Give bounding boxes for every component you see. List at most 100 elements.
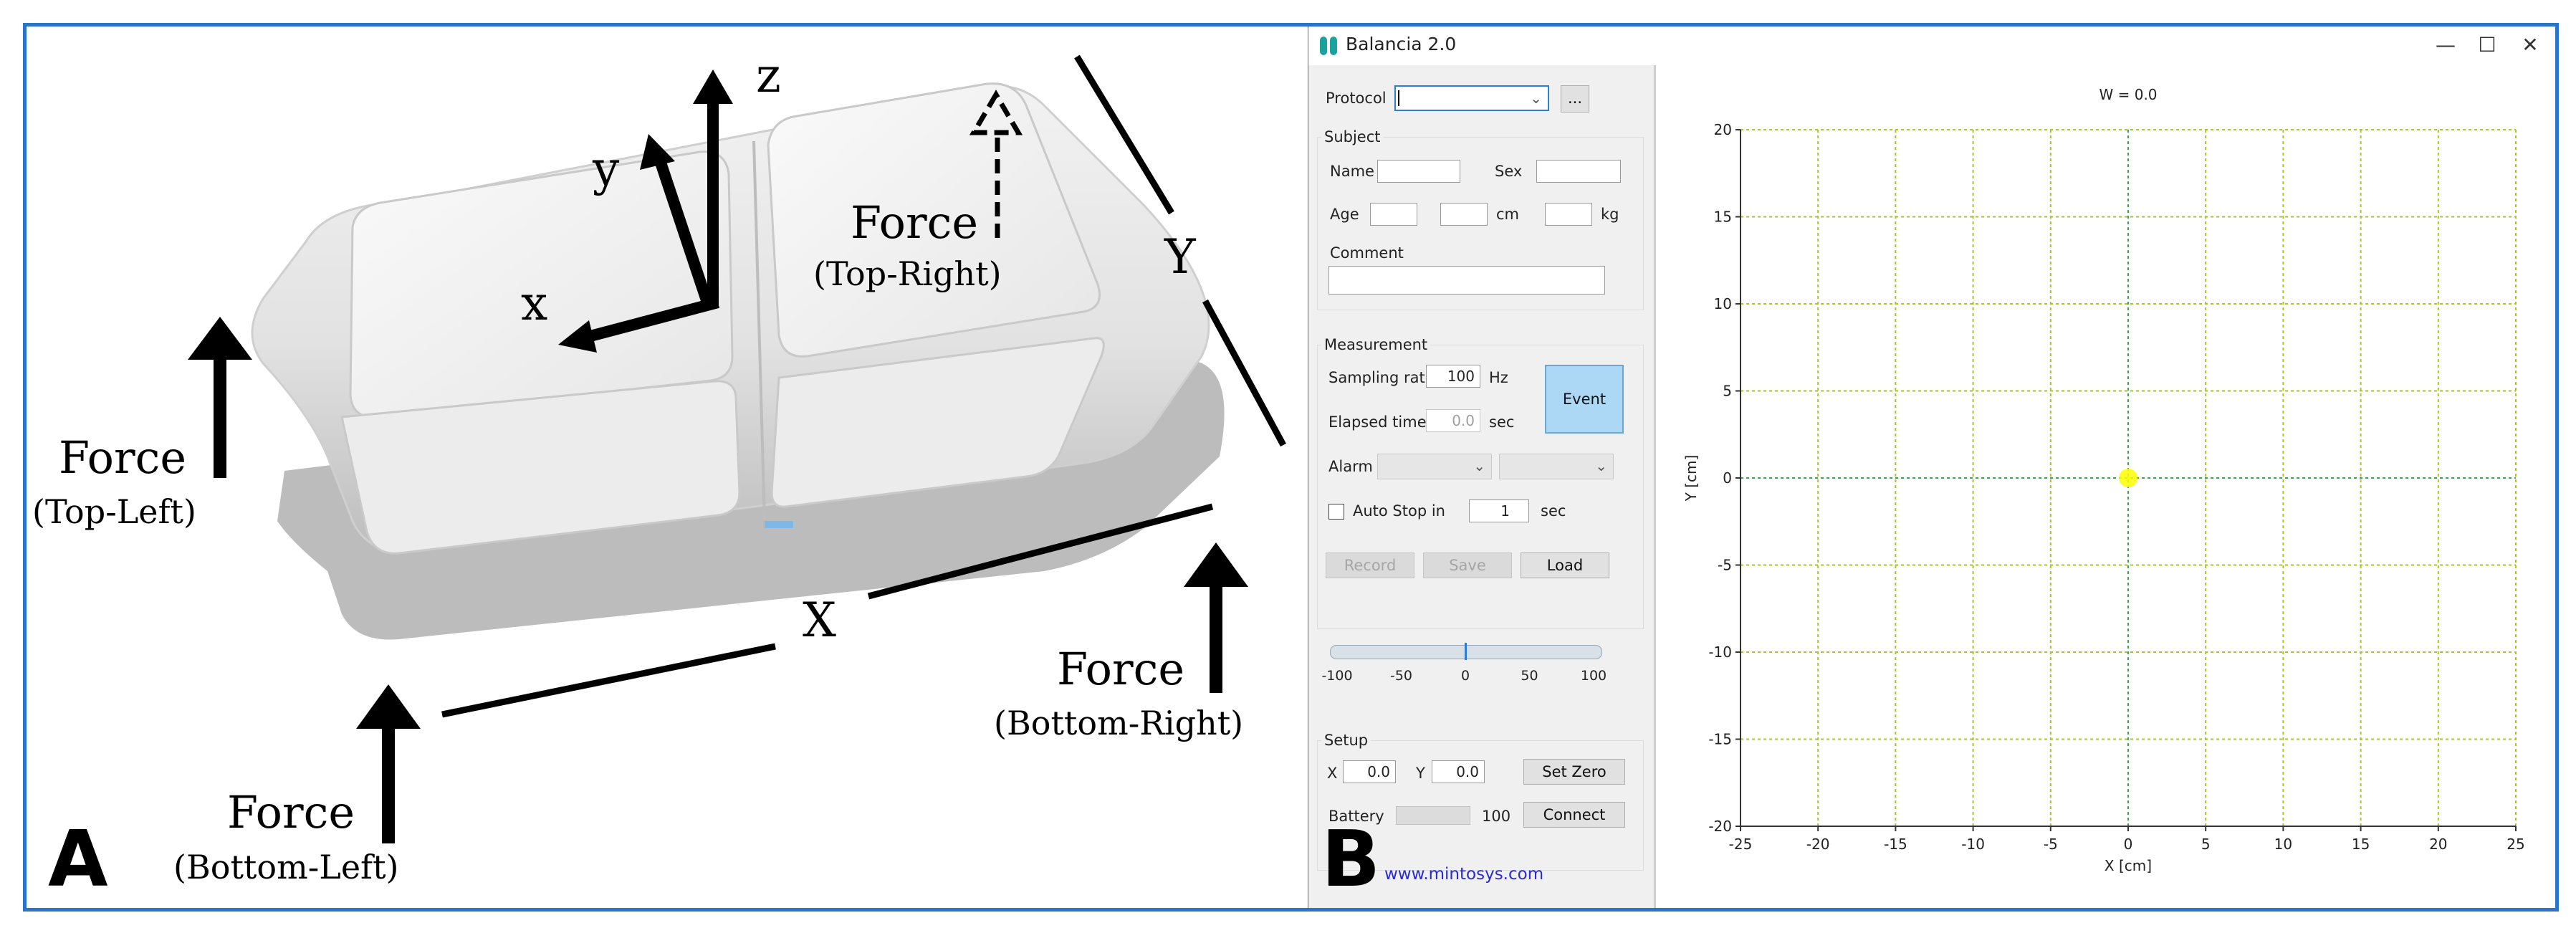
control-panel: Protocol ⌄ ... Subject Name Sex Age cm: [1308, 65, 1656, 908]
offset-slider-thumb[interactable]: [1465, 643, 1467, 660]
measurement-group: [1317, 345, 1644, 629]
panel-a-letter: A: [48, 815, 108, 904]
force-top-right-label: (Top-Right): [813, 254, 1002, 293]
panel-b-letter: B: [1321, 815, 1381, 904]
y-tick-label: 10: [1714, 295, 1732, 312]
chevron-down-icon: ⌄: [1530, 90, 1542, 107]
comment-label: Comment: [1330, 244, 1404, 262]
autostop-checkbox[interactable]: [1328, 504, 1344, 520]
slider-tick-label: 100: [1581, 668, 1607, 684]
x-tick-label: 25: [2506, 836, 2524, 853]
window-content: Protocol ⌄ ... Subject Name Sex Age cm: [1308, 65, 2555, 908]
age-label: Age: [1330, 206, 1359, 223]
event-button[interactable]: Event: [1545, 365, 1624, 434]
y-tick-label: -5: [1718, 557, 1732, 574]
x-tick-label: -20: [1806, 836, 1830, 853]
axis-z-arrowhead: [693, 70, 733, 104]
axis-z-label: z: [756, 48, 781, 103]
force-top-right-title: Force: [851, 196, 979, 249]
alarm-label: Alarm: [1328, 458, 1373, 475]
force-top-left-label: (Top-Left): [32, 492, 196, 531]
set-zero-button[interactable]: Set Zero: [1523, 759, 1625, 785]
dimension-x-label: X: [803, 593, 836, 648]
setup-group: [1317, 740, 1644, 871]
name-field[interactable]: [1377, 160, 1460, 183]
protocol-label: Protocol: [1326, 90, 1387, 107]
y-axis-label: Y [cm]: [1682, 455, 1700, 502]
pad-bottom-right: [770, 337, 1105, 508]
elapsed-time-label: Elapsed time: [1328, 413, 1427, 431]
name-label: Name: [1330, 163, 1374, 180]
close-button[interactable]: ✕: [2522, 33, 2539, 57]
load-button[interactable]: Load: [1521, 553, 1609, 578]
protocol-browse-button[interactable]: ...: [1561, 85, 1589, 113]
chevron-down-icon: ⌄: [1595, 457, 1607, 474]
battery-label: Battery: [1328, 808, 1384, 825]
subject-group-label: Subject: [1321, 128, 1384, 145]
subject-group: [1317, 137, 1644, 310]
record-button[interactable]: Record: [1326, 553, 1414, 578]
height-unit: cm: [1496, 206, 1520, 223]
pad-bottom-left: [340, 380, 741, 555]
x-tick-label: 20: [2429, 836, 2447, 853]
balance-board-illustration: [188, 54, 1286, 843]
alarm-combobox-1[interactable]: ⌄: [1377, 454, 1492, 479]
y-tick-label: -20: [1708, 818, 1732, 835]
connect-button[interactable]: Connect: [1523, 802, 1625, 828]
maximize-button[interactable]: ☐: [2478, 33, 2496, 57]
pad-top-right: [767, 82, 1101, 358]
slider-tick-label: -100: [1321, 668, 1352, 684]
autostop-label: Auto Stop in: [1353, 502, 1445, 520]
battery-value: 100: [1482, 808, 1511, 825]
minimize-button[interactable]: —: [2436, 33, 2456, 57]
slider-tick-label: 0: [1461, 668, 1470, 684]
setup-y-label: Y: [1416, 765, 1425, 782]
text-caret: [1398, 90, 1399, 106]
x-tick-label: 0: [2124, 836, 2133, 853]
setup-group-label: Setup: [1321, 732, 1371, 749]
age-field[interactable]: [1370, 203, 1417, 226]
x-tick-label: -5: [2044, 836, 2058, 853]
slider-tick-label: 50: [1521, 668, 1538, 684]
protocol-combobox[interactable]: ⌄: [1394, 85, 1549, 111]
window-title: Balancia 2.0: [1346, 34, 1457, 54]
app-logo-icon: [1320, 37, 1337, 55]
measurement-group-label: Measurement: [1321, 336, 1431, 353]
sampling-rate-label: Sampling rate: [1328, 369, 1435, 386]
chart-title: W = 0.0: [2099, 86, 2157, 103]
dimension-line-x-left: [441, 643, 776, 718]
setup-y-field[interactable]: 0.0: [1432, 760, 1485, 783]
force-bottom-right-label: (Bottom-Right): [994, 704, 1244, 742]
axis-x-line: [575, 297, 720, 345]
sex-stepper[interactable]: [1536, 160, 1621, 183]
x-tick-label: -15: [1884, 836, 1907, 853]
weight-unit: kg: [1601, 206, 1619, 223]
battery-bar: [1396, 806, 1470, 825]
height-field[interactable]: [1440, 203, 1488, 226]
cop-point: [2119, 469, 2137, 487]
title-bar[interactable]: Balancia 2.0 — ☐ ✕: [1308, 27, 2555, 65]
elapsed-time-field: 0.0: [1426, 409, 1480, 432]
force-bottom-left-title: Force: [227, 786, 355, 838]
dimension-y-label: Y: [1164, 229, 1196, 284]
axis-y-line: [651, 150, 713, 305]
weight-field[interactable]: [1545, 203, 1592, 226]
axis-x-label: x: [521, 276, 548, 331]
y-tick-label: 5: [1723, 383, 1732, 400]
setup-x-field[interactable]: 0.0: [1343, 760, 1396, 783]
sampling-rate-field[interactable]: 100: [1426, 365, 1480, 388]
axis-y-arrowhead: [640, 134, 675, 170]
x-tick-label: 15: [2352, 836, 2370, 853]
autostop-unit: sec: [1541, 502, 1566, 520]
axis-y-label: y: [593, 141, 620, 196]
autostop-stepper[interactable]: 1: [1469, 499, 1529, 522]
comment-field[interactable]: [1328, 266, 1605, 295]
website-link[interactable]: www.mintosys.com: [1384, 865, 1544, 884]
force-bottom-left-label: (Bottom-Left): [173, 848, 399, 886]
slider-tick-label: -50: [1390, 668, 1412, 684]
save-button[interactable]: Save: [1423, 553, 1512, 578]
alarm-combobox-2[interactable]: ⌄: [1499, 454, 1614, 479]
